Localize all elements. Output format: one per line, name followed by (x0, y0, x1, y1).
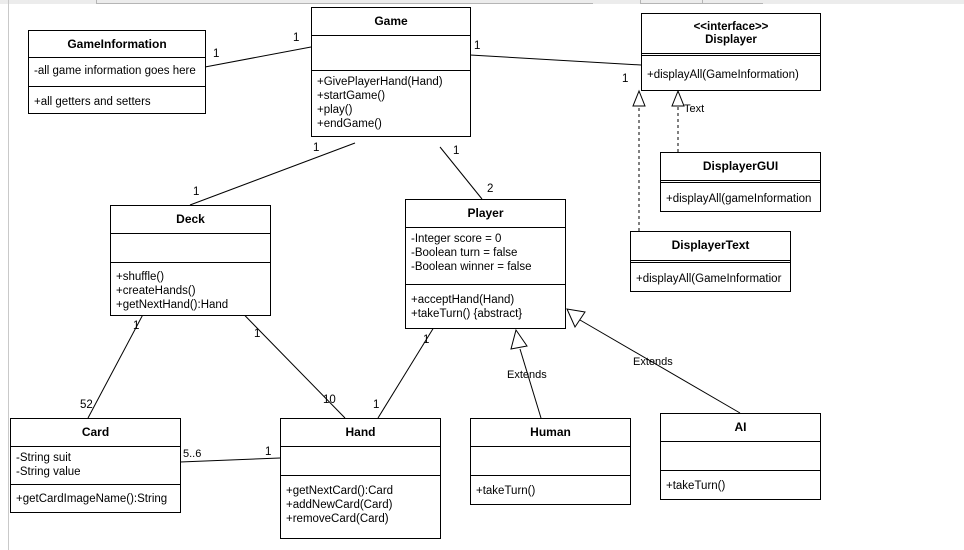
multiplicity-label: 1 (293, 32, 300, 44)
assoc-game-displayer (469, 54, 642, 66)
operation: +GivePlayerHand(Hand) (317, 76, 443, 88)
class-name: Game (312, 8, 470, 36)
class-name: Card (11, 419, 180, 447)
multiplicity-label: 1 (474, 40, 481, 52)
class-player[interactable]: Player -Integer score = 0 -Boolean turn … (405, 199, 566, 329)
assoc-game-player (439, 146, 483, 200)
multiplicity-label: 5..6 (183, 448, 202, 460)
operation: +endGame() (317, 118, 382, 130)
operation: +displayAll(gameInformation (666, 193, 812, 205)
attributes-compartment (471, 447, 630, 476)
assoc-gameinfo-game (204, 46, 312, 68)
class-name: Deck (111, 206, 270, 234)
class-name: DisplayerText (631, 232, 790, 263)
multiplicity-label: 10 (323, 394, 336, 406)
operation: +displayAll(GameInformatior (636, 273, 782, 285)
operation: +play() (317, 104, 353, 116)
toolbar-field (702, 0, 763, 4)
multiplicity-label: 1 (213, 48, 220, 60)
toolbar-strip (0, 0, 964, 4)
attributes-compartment (312, 36, 470, 71)
operation: +createHands() (116, 285, 196, 297)
class-deck[interactable]: Deck +shuffle() +createHands() +getNextH… (110, 205, 271, 316)
operation: +displayAll(GameInformation) (647, 69, 799, 81)
class-name: Hand (281, 419, 440, 447)
interface-displayer[interactable]: <<interface>> Displayer +displayAll(Game… (641, 13, 821, 91)
operation: +all getters and setters (34, 96, 151, 108)
operation: +removeCard(Card) (286, 513, 389, 525)
operation: +addNewCard(Card) (286, 499, 393, 511)
operation: +shuffle() (116, 271, 165, 283)
multiplicity-label: 1 (254, 328, 261, 340)
operation: +takeTurn() (666, 480, 726, 492)
multiplicity-label: 1 (193, 186, 200, 198)
class-ai[interactable]: AI +takeTurn() (660, 413, 821, 500)
multiplicity-label: 1 (133, 320, 140, 332)
class-hand[interactable]: Hand +getNextCard():Card +addNewCard(Car… (280, 418, 441, 539)
attribute: -Integer score = 0 (411, 233, 502, 245)
multiplicity-label: 1 (265, 446, 272, 458)
relation-label: Text (684, 103, 705, 115)
generalization-arrowhead (566, 308, 586, 329)
toolbar-field (640, 0, 703, 4)
operation: +takeTurn() {abstract} (411, 308, 523, 320)
class-name: Displayer (705, 34, 757, 46)
multiplicity-label: 1 (622, 73, 629, 85)
attributes-compartment (661, 442, 820, 471)
class-name: Player (406, 200, 565, 228)
stereotype: <<interface>> (693, 21, 769, 33)
assoc-game-deck (189, 142, 356, 206)
operation: +acceptHand(Hand) (411, 294, 515, 306)
class-human[interactable]: Human +takeTurn() (470, 418, 631, 505)
class-name: DisplayerGUI (661, 153, 820, 183)
generalization-ai-player (579, 319, 741, 414)
class-name: Human (471, 419, 630, 447)
attribute: -String value (16, 466, 81, 478)
realization-arrowhead (671, 89, 685, 107)
class-name: GameInformation (29, 31, 205, 58)
class-card[interactable]: Card -String suit -String value +getCard… (10, 418, 181, 513)
operation: +getCardImageName():String (16, 493, 168, 505)
operation: +getNextCard():Card (286, 485, 394, 497)
operation: +takeTurn() (476, 485, 536, 497)
class-name: AI (661, 414, 820, 442)
relation-label: Extends (507, 369, 547, 381)
attribute: -Boolean winner = false (411, 261, 532, 273)
multiplicity-label: 1 (373, 399, 380, 411)
class-displayertext[interactable]: DisplayerText +displayAll(GameInformatio… (630, 231, 791, 292)
attribute: -all game information goes here (34, 65, 196, 77)
multiplicity-label: 1 (453, 145, 460, 157)
multiplicity-label: 2 (487, 183, 494, 195)
attribute: -Boolean turn = false (411, 247, 518, 259)
operation: +getNextHand():Hand (116, 299, 229, 311)
attributes-compartment (111, 234, 270, 263)
class-game[interactable]: Game +GivePlayerHand(Hand) +startGame() … (311, 7, 471, 137)
realization-arrowhead (632, 89, 646, 107)
multiplicity-label: 1 (423, 334, 430, 346)
generalization-arrowhead (510, 328, 528, 350)
relation-label: Extends (633, 356, 673, 368)
operation: +startGame() (317, 90, 386, 102)
class-displayergui[interactable]: DisplayerGUI +displayAll(gameInformation (660, 152, 821, 212)
canvas-left-edge (8, 0, 9, 550)
multiplicity-label: 1 (313, 142, 320, 154)
assoc-card-hand (179, 457, 281, 463)
attribute: -String suit (16, 452, 71, 464)
class-gameinformation[interactable]: GameInformation -all game information go… (28, 30, 206, 114)
multiplicity-label: 52 (80, 399, 93, 411)
generalization-human-player (519, 348, 542, 419)
toolbar-field (96, 0, 593, 4)
attributes-compartment (281, 447, 440, 476)
